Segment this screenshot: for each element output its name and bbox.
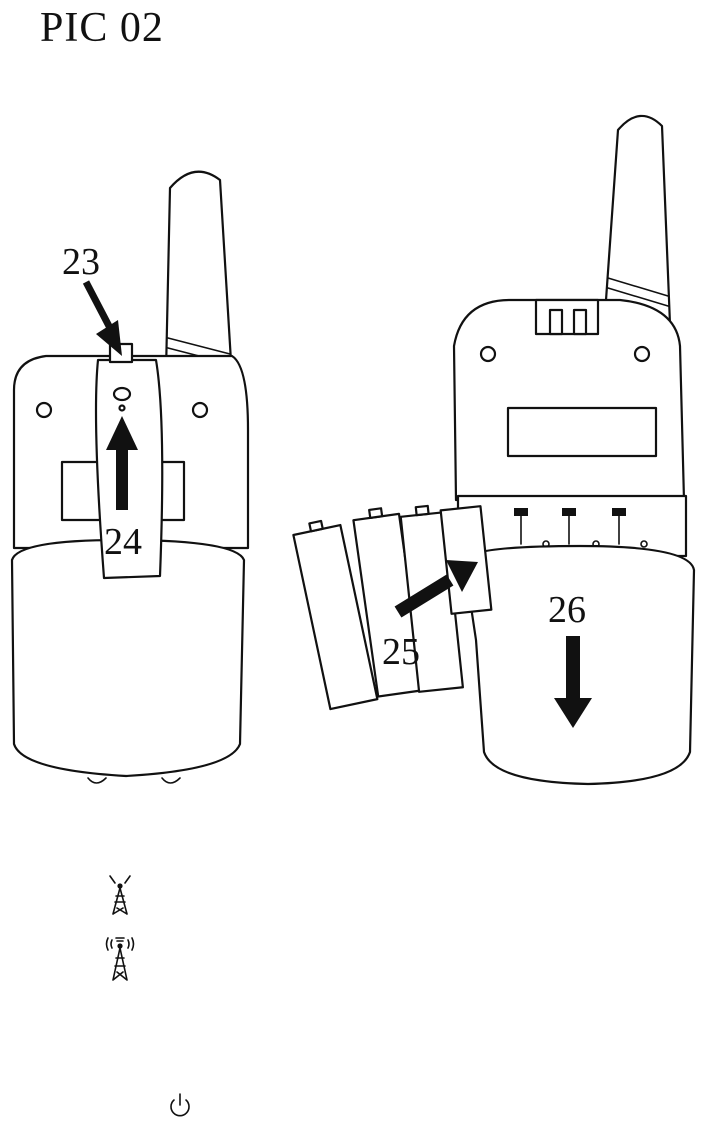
arrow-23 [86,282,122,356]
callout-24: 24 [104,521,142,563]
power-icon [171,1094,189,1116]
antenna-broadcast-icon [107,938,134,980]
callout-25: 25 [382,631,420,673]
right-antenna [606,116,670,324]
left-radio [12,172,248,783]
callout-23: 23 [62,241,100,283]
callout-26: 26 [548,589,586,631]
left-antenna [166,172,232,378]
aa-batteries [292,504,492,709]
antenna-scan-icon [110,876,130,914]
